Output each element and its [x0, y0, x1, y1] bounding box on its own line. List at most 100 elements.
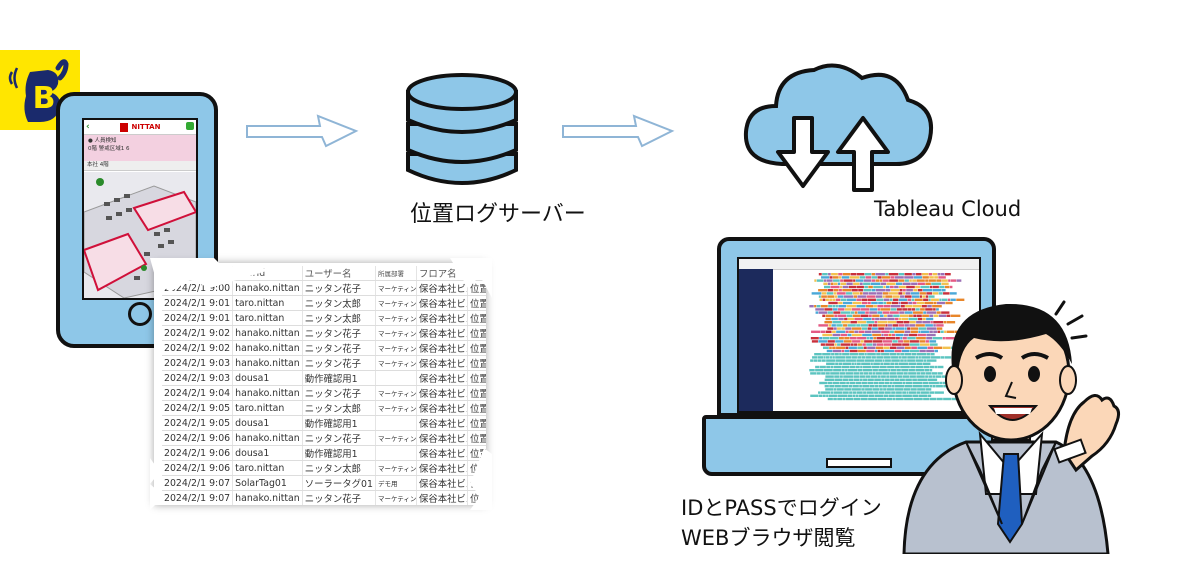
gantt-bar — [929, 365, 935, 369]
gantt-bar — [876, 353, 881, 356]
gantt-bar — [890, 308, 897, 311]
gantt-bar — [889, 311, 899, 314]
alert-banner[interactable]: ● 人員検知 0階 警戒区域1 6 — [84, 135, 196, 161]
gantt-bar — [844, 349, 850, 353]
table-cell: マーケティング 部 — [375, 430, 417, 446]
gantt-bar — [853, 375, 860, 378]
gantt-bar — [926, 337, 933, 340]
table-cell: hanako.nittan — [232, 355, 303, 371]
gantt-bar — [876, 292, 883, 295]
gantt-bar — [909, 321, 916, 324]
table-cell: 2024/2/1 9:02 — [162, 325, 234, 341]
gantt-bar — [847, 317, 854, 321]
gantt-bar — [907, 337, 916, 340]
gantt-bar — [825, 330, 832, 333]
gantt-bar — [838, 273, 843, 276]
gantt-bar — [936, 385, 943, 388]
person-marker-icon[interactable] — [96, 178, 104, 186]
gantt-bar — [894, 385, 905, 388]
gantt-bar — [896, 372, 904, 375]
gantt-bar — [881, 353, 890, 356]
gantt-bar — [859, 385, 862, 388]
table-cell: ニッタン花子 — [302, 325, 376, 341]
gantt-bar — [835, 356, 846, 359]
table-cell: 位置番号1311 — [467, 340, 486, 356]
gantt-bar — [881, 375, 886, 378]
gantt-bar — [886, 388, 895, 391]
table-cell: 保谷本社ビル- — [416, 295, 468, 311]
gantt-bar — [900, 365, 910, 369]
gantt-bar — [937, 365, 944, 369]
table-cell: マーケティング 部 — [375, 325, 417, 341]
gantt-bar — [834, 314, 838, 317]
gantt-bar — [863, 369, 873, 372]
gantt-bar — [873, 305, 877, 308]
gantt-bar — [903, 340, 910, 343]
gantt-bar — [887, 314, 893, 317]
table-cell: 保谷本社ビル- — [416, 475, 468, 491]
gantt-bar — [903, 388, 911, 391]
gantt-bar — [835, 298, 841, 301]
gantt-bar — [885, 337, 896, 340]
gantt-bar — [875, 273, 885, 276]
table-row: 2024/2/1 9:00hanako.nittanニッタン花子マーケティング … — [162, 280, 486, 296]
gantt-bar — [894, 285, 899, 289]
gantt-bar — [887, 321, 897, 324]
gantt-bar — [942, 346, 951, 349]
gantt-bar — [926, 349, 935, 353]
gantt-bar — [861, 388, 865, 391]
gantt-bar — [888, 394, 895, 397]
gantt-bar — [920, 343, 930, 346]
floor-selector[interactable]: 本社 4階 — [84, 161, 196, 171]
table-cell: hanako.nittan — [232, 340, 303, 356]
gantt-bar — [815, 308, 824, 311]
table-cell: hanako.nittan — [232, 325, 303, 341]
dashboard-screen[interactable] — [737, 257, 981, 413]
gantt-bar — [866, 391, 874, 394]
gantt-bar — [843, 324, 848, 327]
gantt-bar — [902, 381, 906, 385]
gantt-bar — [833, 369, 842, 372]
gantt-bar — [891, 356, 899, 359]
gantt-bar — [869, 308, 878, 311]
gantt-bar — [873, 337, 877, 340]
gantt-bar — [886, 285, 890, 289]
gantt-bar — [888, 292, 898, 295]
gantt-bar — [929, 369, 933, 372]
gantt-bar — [929, 381, 939, 385]
gantt-bar — [904, 273, 912, 276]
table-row: 2024/2/1 9:05dousa1動作確認用1保谷本社ビル-位置番号703 — [162, 415, 486, 431]
brand-logo: B — [0, 50, 80, 130]
gantt-bar — [833, 311, 841, 314]
gantt-bar — [811, 330, 821, 333]
gantt-bar — [878, 324, 885, 327]
gantt-bar — [929, 385, 933, 388]
gantt-bar — [842, 362, 852, 365]
gantt-bar — [872, 333, 882, 337]
gantt-bar — [879, 314, 884, 317]
gantt-bar — [917, 346, 928, 349]
table-cell: 位置番号... — [467, 280, 486, 296]
table-header-row: 発報日時 UserId ユーザー名 所属部署 フロア名 Beac — [162, 266, 486, 281]
gantt-bar — [868, 397, 878, 401]
table-cell — [375, 415, 417, 431]
back-icon[interactable]: ‹ — [86, 122, 90, 132]
menu-icon[interactable] — [186, 122, 194, 130]
gantt-bar — [877, 321, 888, 324]
table-cell: 保谷本社ビル- — [416, 415, 468, 431]
gantt-bar — [825, 375, 834, 378]
gantt-bar — [818, 273, 822, 276]
gantt-bar — [904, 311, 913, 314]
gantt-bar — [826, 362, 835, 365]
gantt-bar — [930, 343, 938, 346]
gantt-bar — [921, 305, 927, 308]
gantt-bar — [946, 321, 956, 324]
gantt-bar — [875, 295, 883, 298]
gantt-bar — [915, 285, 920, 289]
gantt-bar — [912, 381, 923, 385]
gantt-bar — [832, 356, 835, 359]
gantt-bar — [815, 369, 824, 372]
table-cell: 位置番号1001 — [467, 475, 486, 491]
gantt-bar — [852, 356, 857, 359]
gantt-bar — [916, 375, 925, 378]
